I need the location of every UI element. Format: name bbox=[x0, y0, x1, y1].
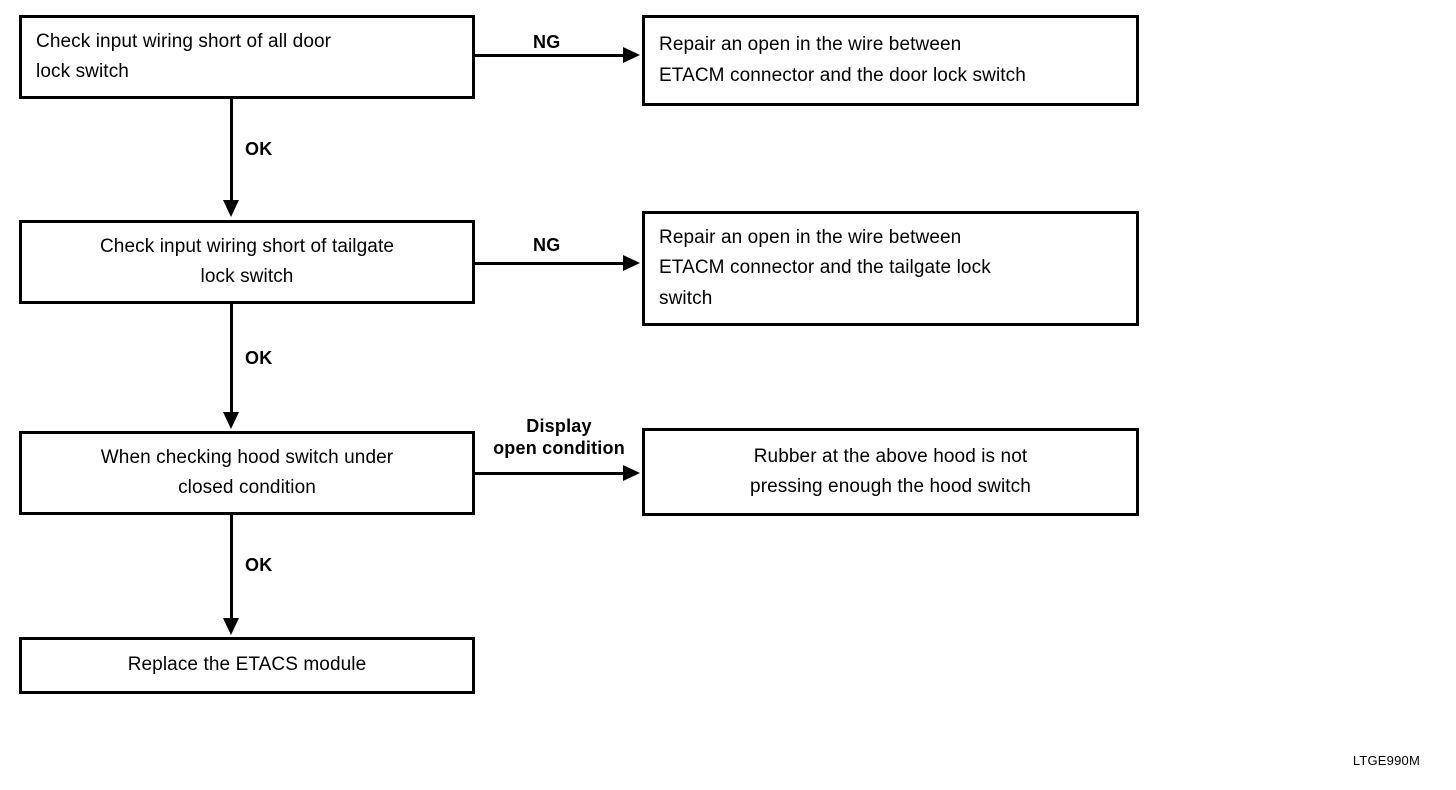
figure-code: LTGE990M bbox=[1352, 753, 1420, 768]
connector-ok-2-line bbox=[230, 303, 233, 414]
edge-label-ok-1: OK bbox=[245, 139, 273, 159]
node-hood-check-label: When checking hood switch under closed c… bbox=[100, 446, 394, 498]
connector-ng-2-line bbox=[475, 262, 625, 265]
node-hood-check[interactable]: When checking hood switch under closed c… bbox=[19, 431, 475, 515]
node-tailgate-check-label: Check input wiring short of tailgate loc… bbox=[99, 235, 395, 287]
connector-open-condition-line bbox=[475, 472, 625, 475]
node-door-lock-check-label: Check input wiring short of all door loc… bbox=[36, 30, 332, 82]
arrow-head-right-icon bbox=[623, 47, 640, 63]
arrow-head-down-icon bbox=[223, 618, 239, 635]
connector-ok-1-line bbox=[230, 98, 233, 202]
node-hood-rubber[interactable]: Rubber at the above hood is not pressing… bbox=[642, 428, 1139, 516]
node-door-lock-repair-label: Repair an open in the wire between ETACM… bbox=[659, 34, 1026, 86]
node-door-lock-check[interactable]: Check input wiring short of all door loc… bbox=[19, 15, 475, 99]
arrow-head-right-icon bbox=[623, 465, 640, 481]
node-replace-etacs-label: Replace the ETACS module bbox=[127, 654, 367, 676]
connector-ng-1-line bbox=[475, 54, 625, 57]
arrow-head-down-icon bbox=[223, 200, 239, 217]
edge-label-ok-2: OK bbox=[245, 348, 273, 368]
arrow-head-right-icon bbox=[623, 255, 640, 271]
arrow-head-down-icon bbox=[223, 412, 239, 429]
node-replace-etacs[interactable]: Replace the ETACS module bbox=[19, 637, 475, 694]
edge-label-open-condition: Display open condition bbox=[493, 416, 625, 458]
node-tailgate-check[interactable]: Check input wiring short of tailgate loc… bbox=[19, 220, 475, 304]
node-tailgate-repair[interactable]: Repair an open in the wire between ETACM… bbox=[642, 211, 1139, 326]
edge-label-ok-3: OK bbox=[245, 555, 273, 575]
node-hood-rubber-label: Rubber at the above hood is not pressing… bbox=[750, 445, 1031, 497]
node-tailgate-repair-label: Repair an open in the wire between ETACM… bbox=[659, 227, 991, 309]
edge-label-ng-1: NG bbox=[533, 32, 561, 52]
edge-label-ng-2: NG bbox=[533, 235, 561, 255]
connector-ok-3-line bbox=[230, 514, 233, 620]
node-door-lock-repair[interactable]: Repair an open in the wire between ETACM… bbox=[642, 15, 1139, 106]
